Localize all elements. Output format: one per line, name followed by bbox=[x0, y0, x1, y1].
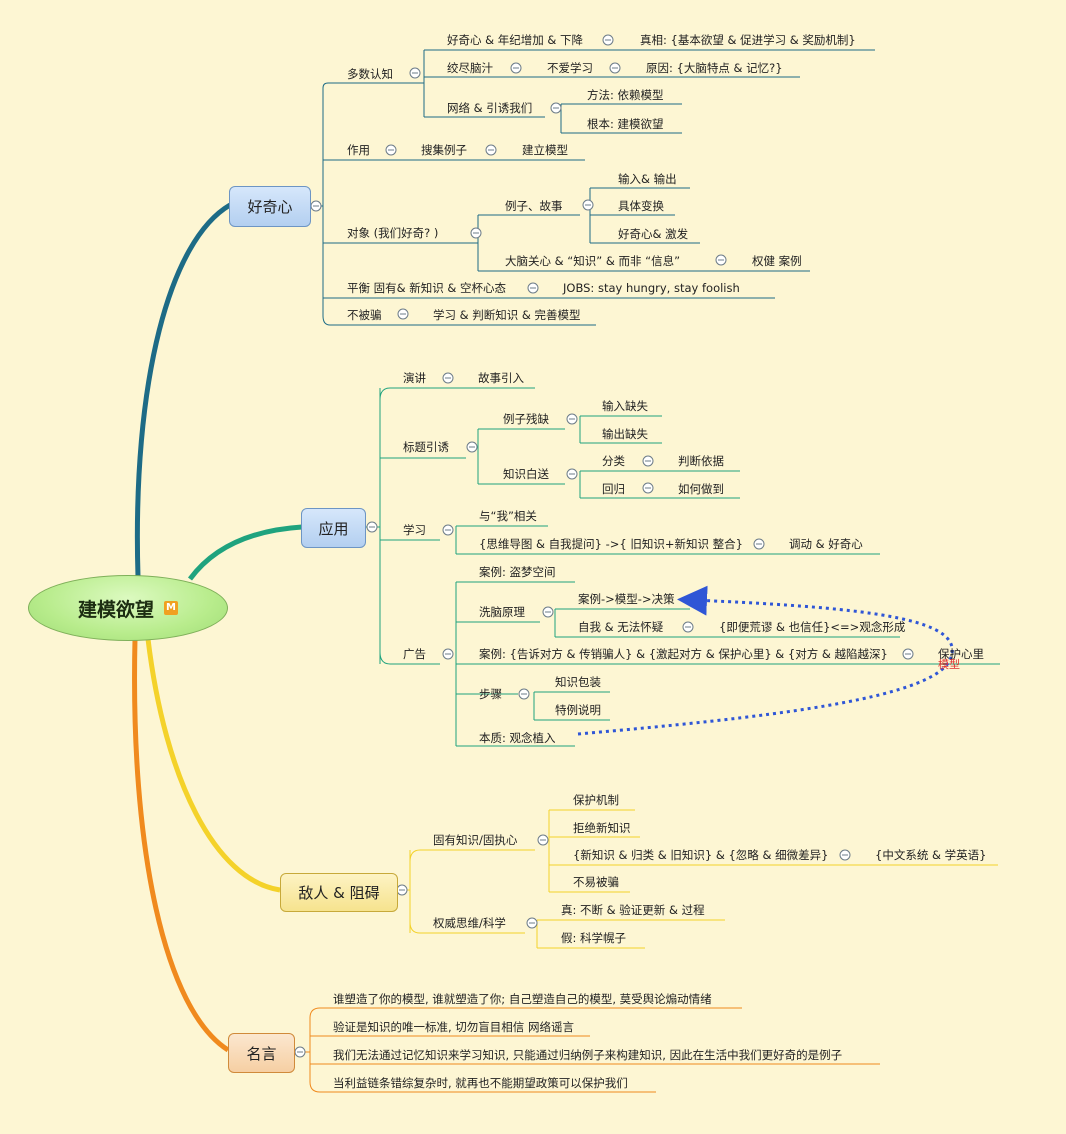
node-quote-1[interactable]: 谁塑造了你的模型, 谁就塑造了你; 自己塑造自己的模型, 莫受舆论煽动情绪 bbox=[333, 992, 712, 1006]
node-title-2-a1[interactable]: 判断依据 bbox=[678, 454, 724, 468]
node-title-2-b[interactable]: 回归 bbox=[602, 482, 625, 496]
node-ad[interactable]: 广告 bbox=[403, 647, 426, 661]
node-effect-b[interactable]: 建立模型 bbox=[522, 143, 568, 157]
branch-curiosity bbox=[134, 202, 232, 578]
node-inherent-c[interactable]: {新知识 & 归类 & 旧知识} & {忽略 & 细微差异} bbox=[573, 848, 829, 862]
node-inherent-c1[interactable]: {中文系统 & 学英语} bbox=[875, 848, 987, 862]
node-nofool[interactable]: 不被骗 bbox=[347, 308, 382, 322]
node-majority[interactable]: 多数认知 bbox=[347, 67, 393, 81]
relation-label[interactable]: 模型 bbox=[938, 658, 960, 671]
node-authority[interactable]: 权威思维/科学 bbox=[433, 916, 506, 930]
node-ad-2-b[interactable]: 自我 & 无法怀疑 bbox=[578, 620, 664, 634]
node-title-1-b[interactable]: 输出缺失 bbox=[602, 427, 648, 441]
node-ad-1[interactable]: 案例: 盗梦空间 bbox=[479, 565, 556, 579]
node-inherent[interactable]: 固有知识/固执心 bbox=[433, 833, 518, 847]
node-majority-1-truth[interactable]: 真相: {基本欲望 & 促进学习 & 奖励机制} bbox=[640, 33, 856, 47]
node-title-2-b1[interactable]: 如何做到 bbox=[678, 482, 724, 496]
node-ad-3[interactable]: 案例: {告诉对方 & 传销骗人} & {激起对方 & 保护心里} & {对方 … bbox=[479, 647, 888, 661]
node-ad-4-b[interactable]: 特例说明 bbox=[555, 703, 601, 717]
node-object-1[interactable]: 例子、故事 bbox=[505, 199, 563, 213]
node-object-1-a[interactable]: 输入& 输出 bbox=[618, 172, 677, 186]
node-majority-2-a[interactable]: 不爱学习 bbox=[547, 61, 593, 75]
topic-curiosity[interactable]: 好奇心 bbox=[229, 186, 311, 227]
topic-enemy[interactable]: 敌人 & 阻碍 bbox=[280, 873, 398, 912]
node-majority-2-b[interactable]: 原因: {大脑特点 & 记忆?} bbox=[646, 61, 783, 75]
node-majority-3[interactable]: 网络 & 引诱我们 bbox=[447, 101, 533, 115]
root-label: 建模欲望 bbox=[77, 598, 154, 621]
node-title-2[interactable]: 知识白送 bbox=[503, 467, 549, 481]
node-inherent-a[interactable]: 保护机制 bbox=[573, 793, 619, 807]
node-ad-5[interactable]: 本质: 观念植入 bbox=[479, 731, 556, 745]
node-ad-4[interactable]: 步骤 bbox=[479, 687, 502, 701]
node-balance[interactable]: 平衡 固有& 新知识 & 空杯心态 bbox=[347, 281, 507, 295]
branch-enemy bbox=[145, 638, 281, 893]
node-title[interactable]: 标题引诱 bbox=[403, 440, 449, 454]
node-study-1[interactable]: 与“我”相关 bbox=[479, 509, 537, 523]
node-ad-3-a[interactable]: 保护心里 bbox=[938, 647, 984, 661]
topic-application[interactable]: 应用 bbox=[301, 508, 366, 548]
node-authority-a[interactable]: 真: 不断 & 验证更新 & 过程 bbox=[561, 903, 705, 917]
node-nofool-a[interactable]: 学习 & 判断知识 & 完善模型 bbox=[433, 308, 581, 322]
node-majority-3-b[interactable]: 根本: 建模欲望 bbox=[587, 117, 664, 131]
node-authority-b[interactable]: 假: 科学幌子 bbox=[561, 931, 627, 945]
node-object-1-b[interactable]: 具体变换 bbox=[618, 199, 664, 213]
node-object-2[interactable]: 大脑关心 & “知识” & 而非 “信息” bbox=[505, 254, 681, 268]
node-inherent-d[interactable]: 不易被骗 bbox=[573, 875, 619, 889]
node-majority-1[interactable]: 好奇心 & 年纪增加 & 下降 bbox=[447, 33, 584, 47]
node-quote-2[interactable]: 验证是知识的唯一标准, 切勿盲目相信 网络谣言 bbox=[333, 1020, 574, 1034]
node-speech[interactable]: 演讲 bbox=[403, 371, 426, 385]
node-ad-2-b1[interactable]: {即便荒谬 & 也信任}<=>观念形成 bbox=[719, 620, 906, 634]
root-topic[interactable]: 建模欲望 M bbox=[28, 575, 228, 641]
branch-quotes bbox=[132, 638, 230, 1053]
branch-application bbox=[187, 524, 303, 581]
node-object-2-a[interactable]: 权健 案例 bbox=[752, 254, 802, 268]
node-title-1-a[interactable]: 输入缺失 bbox=[602, 399, 648, 413]
map-marker-icon: M bbox=[164, 601, 178, 615]
node-ad-2-a[interactable]: 案例->模型->决策 bbox=[578, 592, 675, 606]
node-title-2-a[interactable]: 分类 bbox=[602, 454, 625, 468]
node-title-1[interactable]: 例子残缺 bbox=[503, 412, 549, 426]
node-quote-4[interactable]: 当利益链条错综复杂时, 就再也不能期望政策可以保护我们 bbox=[333, 1076, 628, 1090]
node-ad-4-a[interactable]: 知识包装 bbox=[555, 675, 601, 689]
node-study-2-a[interactable]: 调动 & 好奇心 bbox=[789, 537, 863, 551]
node-quote-3[interactable]: 我们无法通过记忆知识来学习知识, 只能通过归纳例子来构建知识, 因此在生活中我们… bbox=[333, 1048, 843, 1062]
node-object[interactable]: 对象 (我们好奇? ) bbox=[347, 226, 439, 240]
node-effect-a[interactable]: 搜集例子 bbox=[421, 143, 467, 157]
node-effect[interactable]: 作用 bbox=[347, 143, 370, 157]
node-majority-2[interactable]: 绞尽脑汁 bbox=[447, 61, 493, 75]
node-study-2[interactable]: {思维导图 & 自我提问} ->{ 旧知识+新知识 整合} bbox=[479, 537, 743, 551]
node-majority-3-a[interactable]: 方法: 依赖模型 bbox=[587, 88, 664, 102]
node-study[interactable]: 学习 bbox=[403, 523, 426, 537]
node-ad-2[interactable]: 洗脑原理 bbox=[479, 605, 525, 619]
node-speech-a[interactable]: 故事引入 bbox=[478, 371, 524, 385]
topic-quotes[interactable]: 名言 bbox=[228, 1033, 295, 1073]
node-inherent-b[interactable]: 拒绝新知识 bbox=[573, 821, 631, 835]
node-balance-a[interactable]: JOBS: stay hungry, stay foolish bbox=[563, 281, 740, 295]
node-object-1-c[interactable]: 好奇心& 激发 bbox=[618, 227, 689, 241]
